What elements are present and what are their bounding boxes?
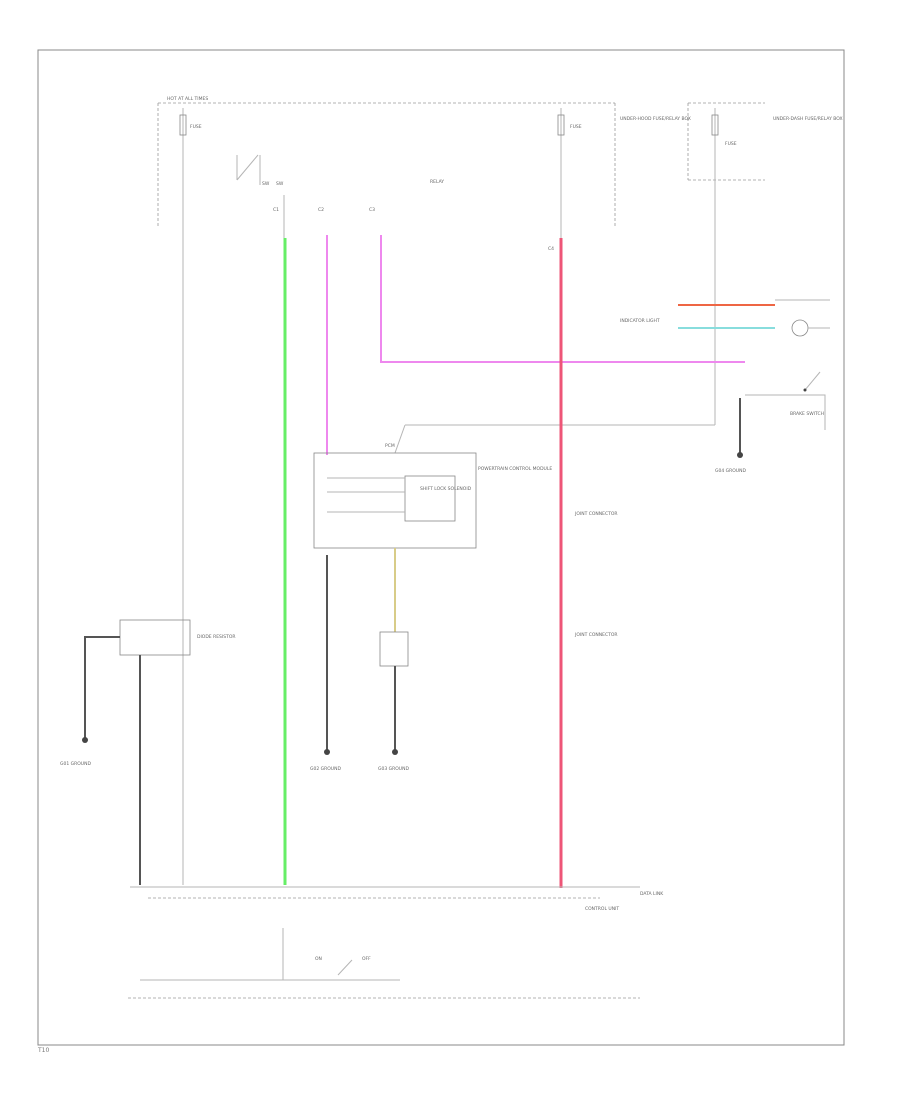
diode-resistor-box (119, 619, 191, 656)
connector-label-4: C4 (548, 246, 554, 252)
relay-label: RELAY (430, 179, 444, 185)
ground-mid-1-symbol (324, 749, 330, 755)
switch-a-label: SW (262, 181, 270, 187)
wire-right-switch-down (745, 394, 826, 430)
fuse-right-label: FUSE (725, 141, 737, 147)
connector-label-3: C3 (369, 207, 375, 213)
switch-right-arm (804, 371, 821, 391)
diode-resistor-label: DIODE RESISTOR (197, 634, 236, 640)
wire-module-top (394, 424, 406, 454)
ground-left-label: G01 GROUND (60, 761, 91, 767)
ground-mid-2-label: G03 GROUND (378, 766, 409, 772)
fuse-center-symbol (557, 114, 565, 136)
pcm-module-box (313, 452, 477, 549)
pcm-module-text: POWERTRAIN CONTROL MODULE (478, 466, 552, 472)
ground-right-symbol (737, 452, 743, 458)
ground-left-symbol (82, 737, 88, 743)
bottom-switch-off: OFF (362, 956, 371, 962)
bottom-module-label-2: CONTROL UNIT (585, 906, 619, 912)
ground-right-label: G04 GROUND (715, 468, 746, 474)
ground-mid-2-symbol (392, 749, 398, 755)
pcm-inner-text: SHIFT LOCK SOLENOID (420, 486, 472, 492)
fuse-left-label: FUSE (190, 124, 202, 130)
fuse-center-label: FUSE (570, 124, 582, 130)
switch-right-label: BRAKE SWITCH (790, 411, 824, 417)
connector-label-2: C2 (318, 207, 324, 213)
bottom-switch-arm (337, 959, 353, 976)
lamp-icon (791, 319, 809, 337)
inline-connector-label-1: JOINT CONNECTOR (574, 511, 618, 517)
bottom-switch-on: ON (315, 956, 322, 962)
pcm-inner-box (404, 475, 456, 522)
lamp-label: INDICATOR LIGHT (620, 318, 660, 324)
switch-b-label: SW (276, 181, 284, 187)
switch-right-dot (803, 388, 807, 392)
inline-connector-label-2: JOINT CONNECTOR (574, 632, 618, 638)
wire-left-component-ground (84, 636, 120, 738)
bottom-module-label-1: DATA LINK (640, 891, 664, 897)
fuse-box-left-label: HOT AT ALL TIMES (167, 96, 208, 102)
switch-a-arm (236, 154, 259, 181)
fuse-right-symbol (711, 114, 719, 136)
diagram-frame (37, 49, 845, 1046)
fuse-center-text: UNDER-HOOD FUSE/RELAY BOX (620, 116, 691, 122)
footer-code: T10 (38, 1047, 50, 1054)
ground-mid-1-label: G02 GROUND (310, 766, 341, 772)
connector-label-1: C1 (273, 207, 279, 213)
fuse-right-text: UNDER-DASH FUSE/RELAY BOX (773, 116, 843, 122)
wire-violet-2 (380, 235, 745, 363)
fuse-left-symbol (179, 114, 187, 136)
pcm-label: PCM (385, 443, 395, 449)
solenoid-box (379, 631, 409, 667)
